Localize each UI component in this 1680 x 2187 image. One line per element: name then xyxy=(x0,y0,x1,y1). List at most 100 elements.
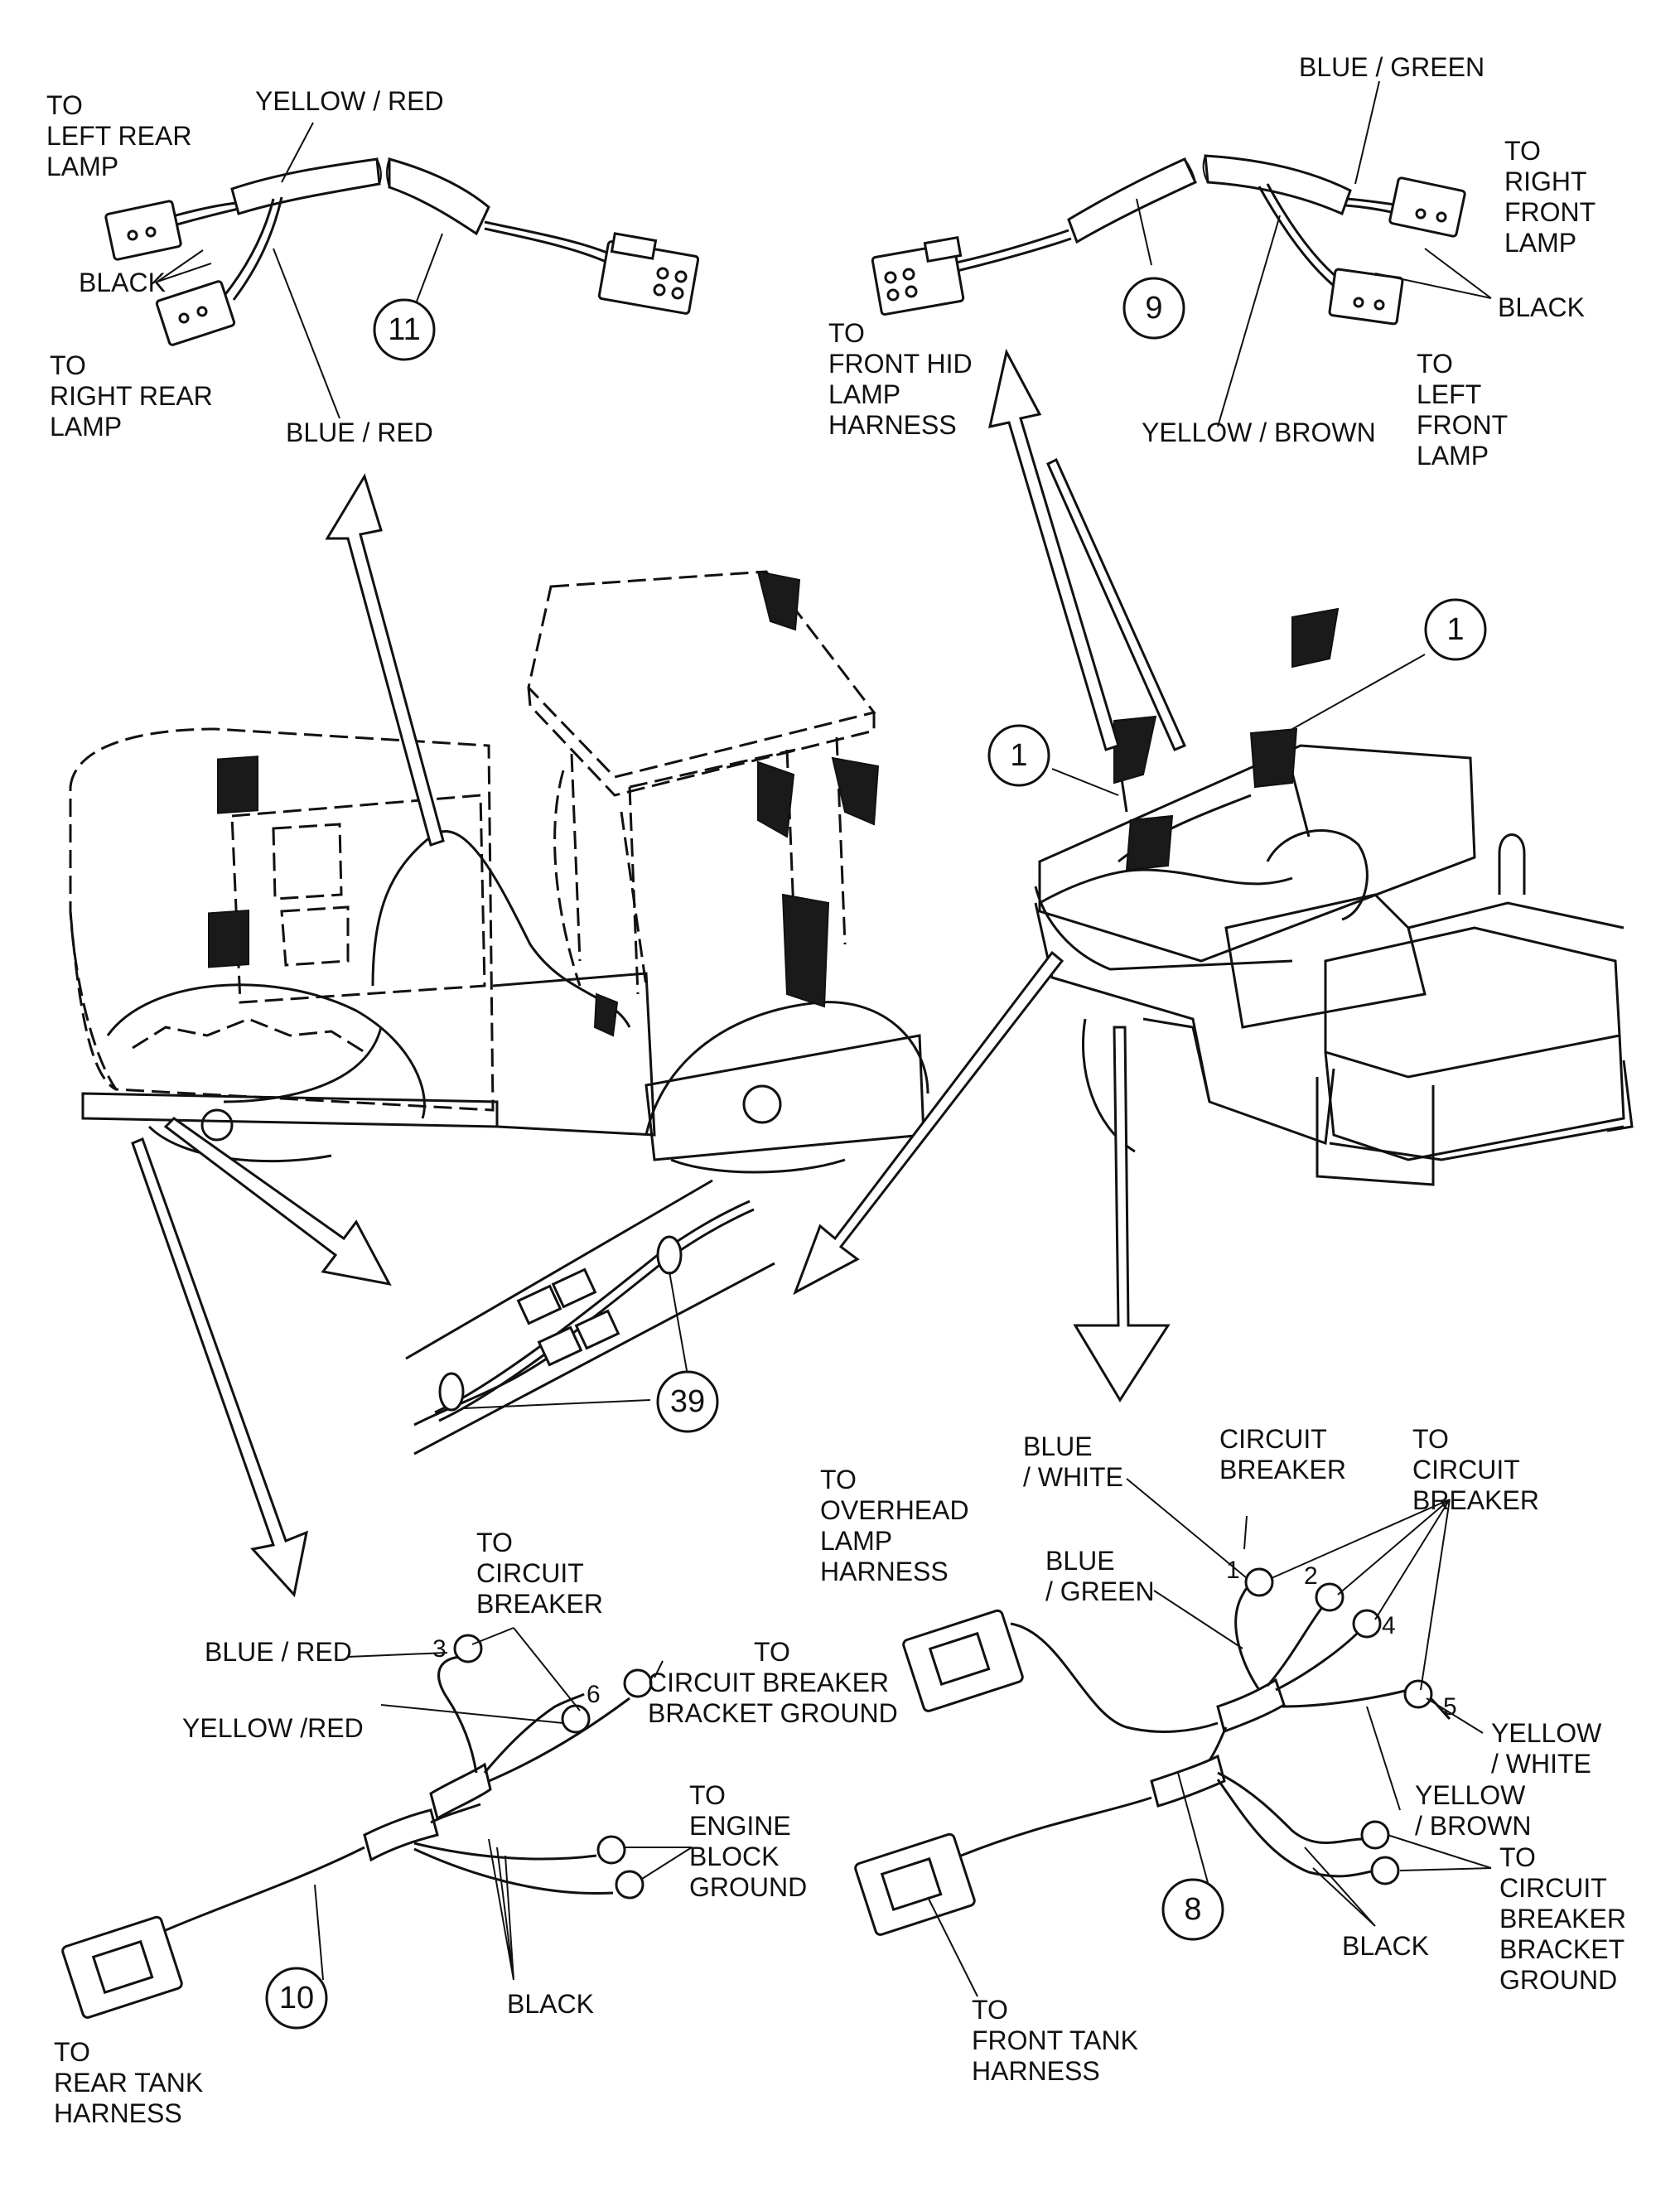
callout-1-right: 1 xyxy=(1424,598,1487,661)
label-to-right-rear-lamp-2: RIGHT REAR xyxy=(50,381,213,411)
label-to-engine-block-1: TO xyxy=(689,1780,726,1810)
label-to-front-hid-2: FRONT HID xyxy=(828,349,973,379)
label-to-front-tank-3: HARNESS xyxy=(972,2056,1100,2086)
rear-lamp-marker-2 xyxy=(208,909,249,968)
label-to-overhead-1: TO xyxy=(820,1465,857,1494)
label-to-cb-bracket-ground-10-3: BRACKET GROUND xyxy=(648,1698,898,1728)
front-hid-harness-connector xyxy=(871,235,965,316)
label-to-left-rear-lamp-1: TO xyxy=(46,90,83,120)
rear-lamp-marker-1 xyxy=(217,756,258,814)
label-to-cb-bracket-ground-8-2: CIRCUIT xyxy=(1499,1873,1607,1903)
harness-11-sleeve xyxy=(230,157,381,215)
svg-text:1: 1 xyxy=(1010,738,1027,773)
callout-8: 8 xyxy=(1161,1878,1224,1941)
label-blue-white-2: / WHITE xyxy=(1023,1462,1123,1492)
label-yellow-brown-9: YELLOW / BROWN xyxy=(1142,418,1376,447)
callout-11: 11 xyxy=(373,298,436,361)
label-to-left-front-2: LEFT xyxy=(1417,379,1481,409)
left-front-lamp-connector xyxy=(1328,268,1404,326)
label-terminal-1: 1 xyxy=(1226,1557,1240,1584)
label-to-front-hid-4: HARNESS xyxy=(828,410,957,440)
label-to-overhead-2: OVERHEAD xyxy=(820,1495,969,1525)
harness-11-main-connector xyxy=(597,232,700,315)
label-to-left-front-1: TO xyxy=(1417,349,1453,379)
callout-39: 39 xyxy=(656,1370,719,1433)
label-to-engine-block-2: ENGINE xyxy=(689,1811,791,1841)
harness-11-group: TO LEFT REAR LAMP YELLOW / RED BLACK TO … xyxy=(46,86,700,447)
label-to-left-front-4: LAMP xyxy=(1417,441,1489,471)
arrow-to-harness-11 xyxy=(325,473,445,847)
label-black-11: BLACK xyxy=(79,268,166,297)
label-to-circuit-breaker-10-2: CIRCUIT xyxy=(476,1558,584,1588)
label-blue-green-9: BLUE / GREEN xyxy=(1299,52,1484,82)
label-terminal-5: 5 xyxy=(1443,1693,1457,1721)
label-terminal-3: 3 xyxy=(432,1635,447,1663)
label-to-front-hid-1: TO xyxy=(828,318,865,348)
svg-text:11: 11 xyxy=(388,312,420,347)
connector-detail: 39 xyxy=(405,1179,775,1456)
label-to-left-front-3: FRONT xyxy=(1417,410,1508,440)
label-to-circuit-breaker-10-1: TO xyxy=(476,1528,513,1557)
label-to-right-front-4: LAMP xyxy=(1504,228,1576,258)
label-terminal-6: 6 xyxy=(587,1681,601,1708)
left-rear-lamp-connector xyxy=(104,200,182,261)
arrow-to-connector-detail-right xyxy=(793,950,1064,1296)
callout-1-left: 1 xyxy=(987,724,1050,787)
svg-text:39: 39 xyxy=(670,1384,705,1419)
label-blue-red-11: BLUE / RED xyxy=(286,418,433,447)
label-to-cb-bracket-ground-8-4: BRACKET xyxy=(1499,1934,1624,1964)
label-yellow-brown-8-1: YELLOW xyxy=(1415,1780,1526,1810)
label-to-front-tank-1: TO xyxy=(972,1995,1008,2025)
svg-text:1: 1 xyxy=(1446,612,1464,647)
callout-10: 10 xyxy=(265,1967,328,2030)
label-to-engine-block-3: BLOCK xyxy=(689,1842,779,1871)
arrow-to-connector-detail-left xyxy=(163,1117,392,1287)
label-to-rear-tank-2: REAR TANK xyxy=(54,2068,203,2098)
harness-11-sleeve-right xyxy=(388,157,490,236)
overhead-lamp-harness-connector xyxy=(902,1609,1024,1712)
label-circuit-breaker-8-2: BREAKER xyxy=(1219,1455,1346,1485)
svg-text:9: 9 xyxy=(1145,291,1162,326)
label-to-cb-bracket-ground-8-3: BREAKER xyxy=(1499,1904,1626,1934)
label-to-right-front-2: RIGHT xyxy=(1504,167,1587,196)
label-terminal-4: 4 xyxy=(1382,1612,1396,1639)
arrow-to-harness-10 xyxy=(131,1137,309,1598)
label-terminal-2: 2 xyxy=(1304,1562,1318,1590)
machine-left-illustration xyxy=(69,473,929,1598)
svg-text:8: 8 xyxy=(1184,1892,1201,1927)
label-circuit-breaker-8-1: CIRCUIT xyxy=(1219,1424,1327,1454)
label-to-engine-block-4: GROUND xyxy=(689,1872,807,1902)
label-to-cb-bracket-ground-8-1: TO xyxy=(1499,1842,1536,1872)
label-blue-green-8-2: / GREEN xyxy=(1045,1576,1155,1606)
harness-9-sleeve-right xyxy=(1204,154,1352,216)
label-to-left-rear-lamp-3: LAMP xyxy=(46,152,118,181)
label-to-right-rear-lamp-1: TO xyxy=(50,350,86,380)
label-blue-white-1: BLUE xyxy=(1023,1431,1093,1461)
label-to-circuit-breaker-8-1: TO xyxy=(1412,1424,1449,1454)
label-to-circuit-breaker-8-3: BREAKER xyxy=(1412,1485,1539,1515)
label-black-8: BLACK xyxy=(1342,1931,1429,1961)
label-to-left-rear-lamp-2: LEFT REAR xyxy=(46,121,191,151)
label-to-right-front-3: FRONT xyxy=(1504,197,1596,227)
arrow-to-harness-9 xyxy=(988,348,1120,751)
label-to-right-front-1: TO xyxy=(1504,136,1541,166)
label-to-front-tank-2: FRONT TANK xyxy=(972,2025,1138,2055)
label-to-cb-bracket-ground-8-5: GROUND xyxy=(1499,1965,1617,1995)
harness-9-group: BLUE / GREEN TO RIGHT FRONT LAMP BLACK T… xyxy=(828,52,1596,471)
front-tank-harness-connector xyxy=(854,1832,976,1936)
right-front-lamp-connector xyxy=(1388,176,1466,238)
harness-8-group: CIRCUIT BREAKER TO CIRCUIT BREAKER BLUE … xyxy=(820,1424,1626,2086)
label-to-rear-tank-3: HARNESS xyxy=(54,2098,182,2128)
label-yellow-brown-8-2: / BROWN xyxy=(1415,1811,1531,1841)
label-to-rear-tank-1: TO xyxy=(54,2037,90,2067)
label-to-circuit-breaker-10-3: BREAKER xyxy=(476,1589,603,1619)
label-to-right-rear-lamp-3: LAMP xyxy=(50,412,122,442)
label-to-overhead-4: HARNESS xyxy=(820,1557,949,1586)
label-yellow-white-2: / WHITE xyxy=(1491,1749,1591,1779)
svg-text:10: 10 xyxy=(279,1981,314,2016)
label-blue-green-8-1: BLUE xyxy=(1045,1546,1115,1576)
label-to-front-hid-3: LAMP xyxy=(828,379,900,409)
right-rear-lamp-connector xyxy=(155,280,236,346)
arrow-to-harness-8 xyxy=(1073,1026,1171,1402)
